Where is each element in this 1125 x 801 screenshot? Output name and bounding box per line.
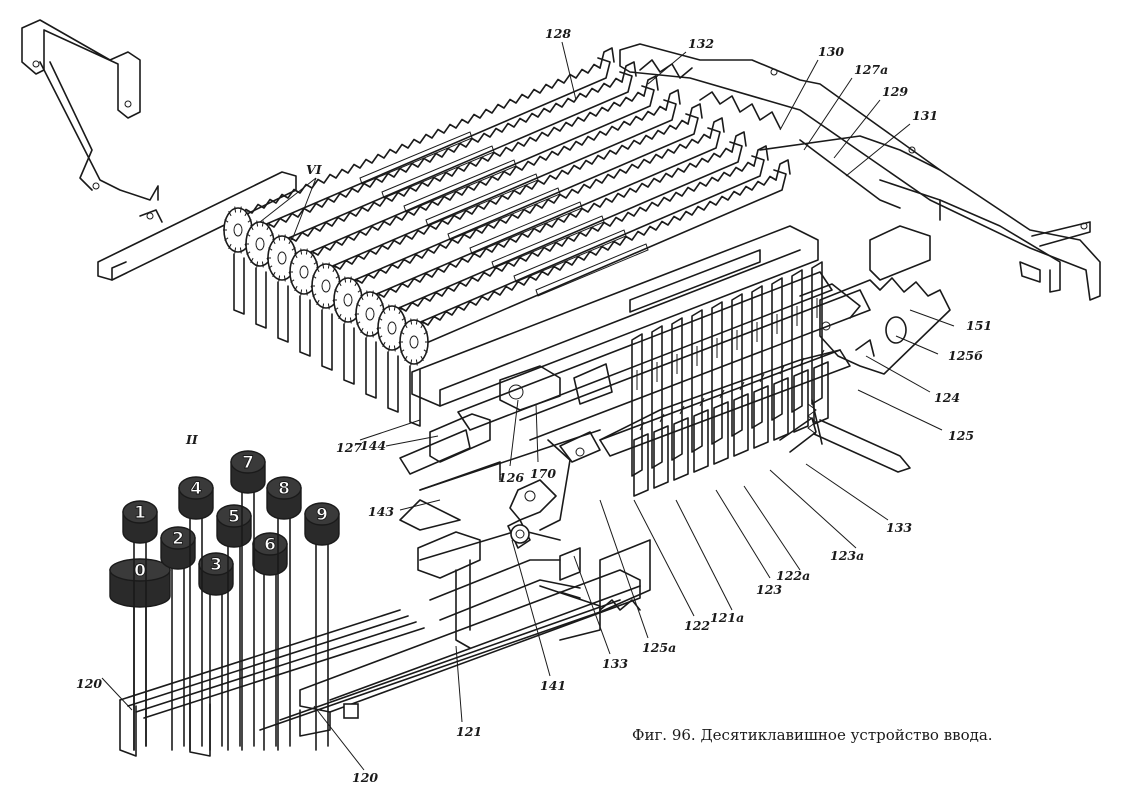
figure-caption: Фиг. 96. Десятиклавишное устройство ввод…: [632, 726, 993, 744]
callout-131: 131: [912, 108, 938, 123]
slider-finger: [651, 325, 669, 489]
slider-finger: [791, 269, 809, 433]
key-label: 1: [134, 503, 146, 523]
sector-plate: [799, 277, 951, 375]
slider-finger: [691, 309, 709, 473]
key-5[interactable]: 5: [216, 504, 252, 751]
centre-levers: [399, 349, 841, 581]
key-9[interactable]: 9: [304, 502, 340, 751]
callout-122a: 122а: [776, 568, 810, 583]
key-label: 7: [242, 453, 254, 473]
callout-170: 170: [530, 466, 556, 481]
leader-lines: [101, 41, 955, 771]
key-label: 5: [228, 507, 240, 527]
callout-125b: 125б: [948, 348, 983, 363]
callout-120-bottom: 120: [352, 770, 378, 785]
key-linkage-frame: [259, 529, 651, 737]
callout-124: 124: [934, 390, 960, 405]
rack-bars: [223, 47, 791, 427]
slider-finger: [771, 277, 789, 441]
callout-133-bottom: 133: [602, 656, 628, 671]
rack-bar: [289, 89, 681, 357]
rack-bar: [377, 145, 769, 413]
upper-frame: [619, 43, 1101, 301]
callout-127a: 127а: [854, 62, 888, 77]
rack-bar: [333, 117, 725, 385]
callout-127: 127: [336, 440, 362, 455]
key-label: 9: [316, 505, 328, 525]
callout-129: 129: [882, 84, 908, 99]
callout-121: 121: [456, 724, 482, 739]
key-6[interactable]: 6: [252, 532, 288, 751]
slider-finger: [711, 301, 729, 465]
callout-II: II: [185, 432, 199, 447]
key-label: 0: [134, 561, 146, 581]
key-0[interactable]: 0: [109, 558, 171, 751]
callout-VI: VI: [306, 162, 323, 177]
key-7[interactable]: 7: [230, 450, 266, 751]
callout-122: 122: [684, 618, 710, 633]
top-left-bracket: [21, 19, 159, 201]
rack-bar: [399, 159, 791, 427]
key-label: 2: [172, 529, 184, 549]
key-3[interactable]: 3: [198, 552, 234, 751]
callout-labels: 128 132 130 127а 129 131 VI II 151 125б …: [76, 26, 992, 785]
callout-121a: 121а: [710, 610, 744, 625]
gear-wheel: [399, 319, 429, 365]
main-body-plate: [411, 225, 871, 457]
callout-144: 144: [360, 438, 386, 453]
key-label: 8: [278, 479, 290, 499]
rack-bar: [223, 47, 615, 315]
keyboard-keys: 0 1 2 3 4 5 6 7 8 9: [109, 450, 425, 757]
right-rods: [779, 179, 941, 473]
slider-finger: [751, 285, 769, 449]
callout-126: 126: [498, 470, 524, 485]
callout-128: 128: [545, 26, 571, 41]
callout-143: 143: [368, 504, 394, 519]
key-1[interactable]: 1: [122, 500, 158, 751]
callout-141: 141: [540, 678, 566, 693]
callout-132: 132: [688, 36, 714, 51]
callout-151: 151: [966, 318, 992, 333]
key-2[interactable]: 2: [160, 526, 196, 751]
callout-125: 125: [948, 428, 974, 443]
callout-123: 123: [756, 582, 782, 597]
callout-120-left: 120: [76, 676, 102, 691]
slider-finger: [631, 333, 649, 497]
key-label: 4: [190, 479, 202, 499]
slider-finger: [731, 293, 749, 457]
key-label: 3: [210, 555, 222, 575]
key-label: 6: [264, 535, 276, 555]
rack-bar: [267, 75, 659, 343]
slider-finger: [671, 317, 689, 481]
callout-125a: 125а: [642, 640, 676, 655]
callout-123a: 123а: [830, 548, 864, 563]
slider-fingers: [631, 261, 829, 497]
callout-133-right: 133: [886, 520, 912, 535]
key-4[interactable]: 4: [178, 476, 214, 751]
callout-130: 130: [818, 44, 844, 59]
key-8[interactable]: 8: [266, 476, 302, 751]
